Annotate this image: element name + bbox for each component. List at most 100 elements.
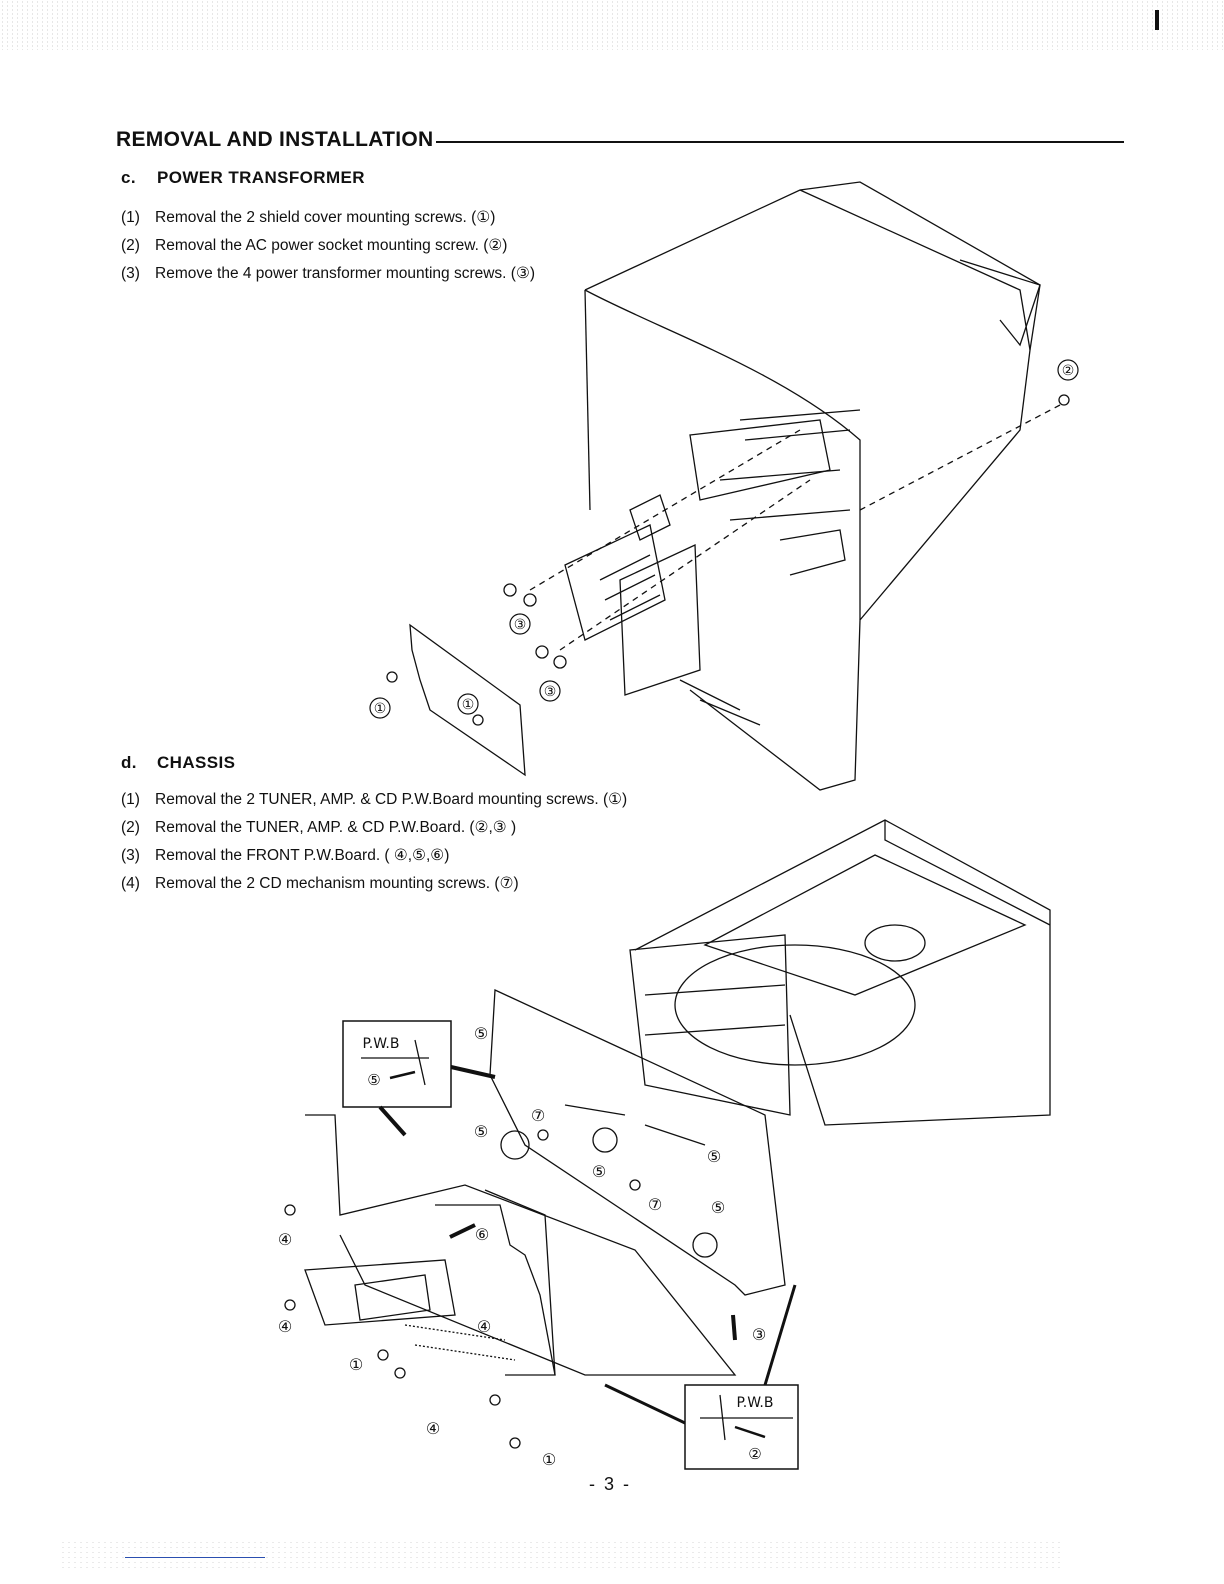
front-panel-board [489, 989, 786, 1296]
cd-panel-slots [644, 984, 786, 1036]
step-number: (1) [121, 791, 140, 808]
transformer-bracket [629, 494, 671, 541]
screw-4c [394, 1367, 406, 1379]
shield-cover [619, 543, 701, 696]
pwb-label-top: P.W.B [362, 1036, 399, 1052]
pwb-detail-sketch [361, 1039, 429, 1086]
callout-label: ① [374, 701, 387, 717]
callout-4: ④ [477, 1317, 491, 1336]
pwb-detail-bottom: P.W.B ② [604, 1284, 799, 1470]
callout-5: ⑤ [474, 1024, 488, 1043]
screw-1a [377, 1349, 389, 1361]
subsection-c-letter: c. [121, 168, 136, 187]
callout-label: ③ [514, 617, 527, 633]
callout-6: ⑥ [475, 1225, 489, 1244]
page-edge-mark [1155, 10, 1159, 30]
step-number: (2) [121, 819, 140, 836]
chassis-callouts: ⑤ ⑤ ⑤ ⑤ ⑤ ⑦ ⑦ ⑥ ④ ④ ④ ④ ① ① ③ [278, 1024, 766, 1469]
pwb-detail-sketch [700, 1394, 793, 1441]
arrow-6 [449, 1223, 476, 1239]
internal-rail [719, 469, 851, 521]
cd-housing [634, 819, 1051, 1126]
screw-3c [535, 645, 549, 659]
step-item: (2)Removal the TUNER, AMP. & CD P.W.Boar… [121, 814, 627, 842]
subsection-d-steps: (1) Removal the 2 TUNER, AMP. & CD P.W.Bo… [121, 786, 627, 898]
callout-4: ④ [426, 1419, 440, 1438]
pwb-arrow-bottom [734, 1425, 766, 1439]
step-number: (2) [121, 237, 140, 254]
guide-lines [529, 404, 1061, 651]
screw-2 [1058, 394, 1070, 406]
cd-housing-top-edge [884, 820, 1051, 926]
callout-1-right: ① [457, 693, 479, 715]
step-number: (4) [121, 875, 140, 892]
step-text: Remove the 4 power transformer mounting … [155, 265, 535, 282]
callout-4: ④ [278, 1317, 292, 1336]
cd-front-panel [629, 934, 791, 1116]
board-components [564, 1104, 706, 1146]
screw-3b [523, 593, 537, 607]
screw-7b [629, 1179, 641, 1191]
callout-label: ③ [544, 684, 557, 700]
callout-3: ③ [752, 1325, 766, 1344]
callout-3-upper: ③ [509, 613, 531, 635]
knob-center [592, 1127, 618, 1153]
screw-1a [386, 671, 398, 683]
circuit-plate [409, 623, 526, 777]
subsection-d-letter: d. [121, 753, 137, 772]
main-board-edge [484, 1189, 556, 1376]
subsection-c-title: POWER TRANSFORMER [157, 168, 365, 187]
step-item: (3) Removal the FRONT P.W.Board. ( ④,⑤,⑥) [121, 842, 627, 870]
arrow-3 [731, 1314, 737, 1341]
step-text: Removal the 2 CD mechanism mounting scre… [155, 875, 519, 892]
page-number: - 3 - [588, 1474, 631, 1494]
cabinet-bottom-lip [679, 679, 761, 726]
callout-1: ① [349, 1355, 363, 1374]
power-transformer-diagram: ③ ③ ① ① ② [360, 180, 1100, 800]
step-number: (3) [121, 847, 140, 864]
tuner-amp-board [304, 1259, 456, 1326]
screw-4a [284, 1204, 296, 1216]
callout-7: ⑦ [531, 1106, 545, 1125]
step-text: Removal the 2 TUNER, AMP. & CD P.W.Board… [155, 791, 628, 808]
callout-label: ① [462, 697, 475, 713]
callout-4: ④ [278, 1230, 292, 1249]
screw-3a [503, 583, 517, 597]
pwb-detail-top: P.W.B ⑤ [342, 1020, 496, 1137]
screw-4b [284, 1299, 296, 1311]
transformer-core [564, 524, 666, 641]
screw-4d [489, 1394, 501, 1406]
callout-1: ① [542, 1450, 556, 1469]
callout-label: ② [1062, 363, 1075, 379]
pwb-arrow-top [389, 1070, 416, 1080]
callout-2: ② [1057, 359, 1079, 381]
chassis-diagram: P.W.B ⑤ P.W.B ② ⑤ ⑤ ⑤ [265, 815, 1065, 1475]
pwb-callout-top: ⑤ [367, 1071, 380, 1089]
section-heading-row: REMOVAL AND INSTALLATION [116, 128, 1124, 152]
step-number: (1) [121, 209, 140, 226]
cabinet-outline [584, 181, 1041, 791]
transformer-windings [599, 554, 661, 621]
scan-noise-bottom [60, 1540, 1060, 1570]
bottom-rule [125, 1557, 265, 1558]
callout-7: ⑦ [648, 1195, 662, 1214]
subsection-c-heading: c. POWER TRANSFORMER [121, 168, 365, 188]
callout-5: ⑤ [474, 1122, 488, 1141]
section-title: REMOVAL AND INSTALLATION [116, 128, 434, 151]
heading-rule [435, 141, 1124, 143]
pwb-label-bottom: P.W.B [736, 1395, 773, 1411]
screw-1b [472, 714, 484, 726]
step-item: (3)Remove the 4 power transformer mounti… [121, 260, 535, 288]
internal-bracket [739, 409, 861, 441]
step-text: Removal the FRONT P.W.Board. ( ④,⑤,⑥) [155, 847, 450, 864]
cabinet-top-edge [799, 189, 1031, 351]
step-item: (1) Removal the 2 TUNER, AMP. & CD P.W.Bo… [121, 786, 627, 814]
screw-1b [509, 1437, 521, 1449]
step-text: Removal the 2 shield cover mounting scre… [155, 209, 496, 226]
screw-7a [537, 1129, 549, 1141]
internal-frame [689, 419, 831, 501]
pwb-callout-bottom: ② [748, 1445, 761, 1463]
step-text: Removal the AC power socket mounting scr… [155, 237, 508, 254]
cd-disc-tray [674, 944, 916, 1066]
